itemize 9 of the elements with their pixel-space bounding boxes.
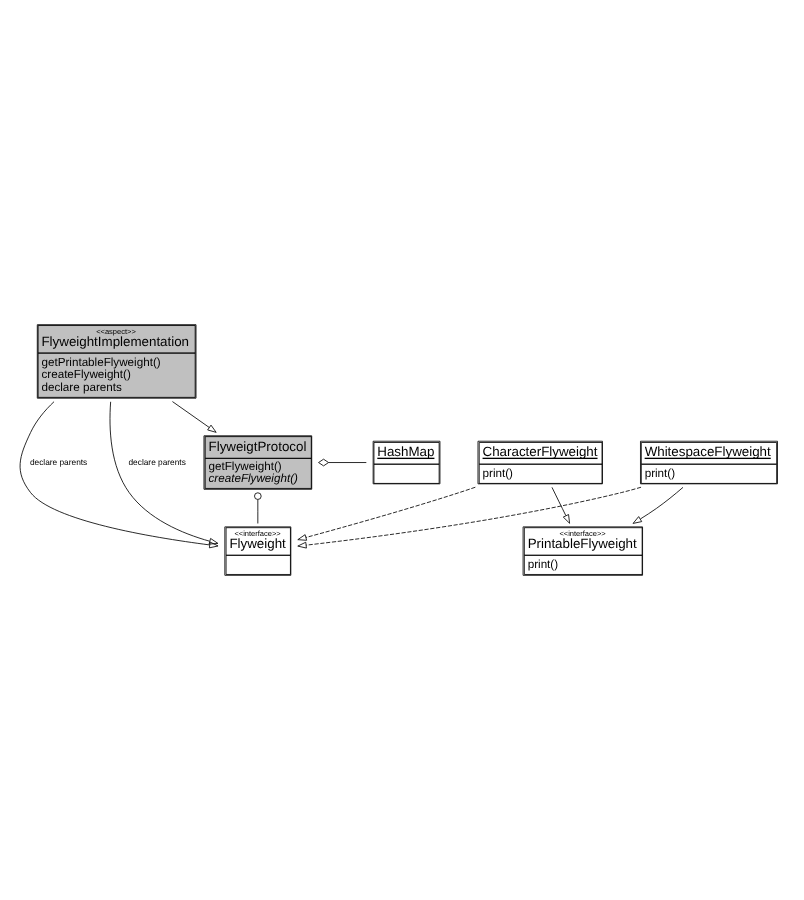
connector — [318, 458, 367, 467]
arrow — [19, 401, 219, 549]
arrow — [632, 486, 684, 524]
connector — [254, 492, 262, 524]
arrow — [172, 401, 217, 433]
arrow — [297, 486, 476, 541]
arrow — [109, 401, 219, 545]
arrow — [297, 486, 642, 549]
arrow — [551, 486, 570, 524]
